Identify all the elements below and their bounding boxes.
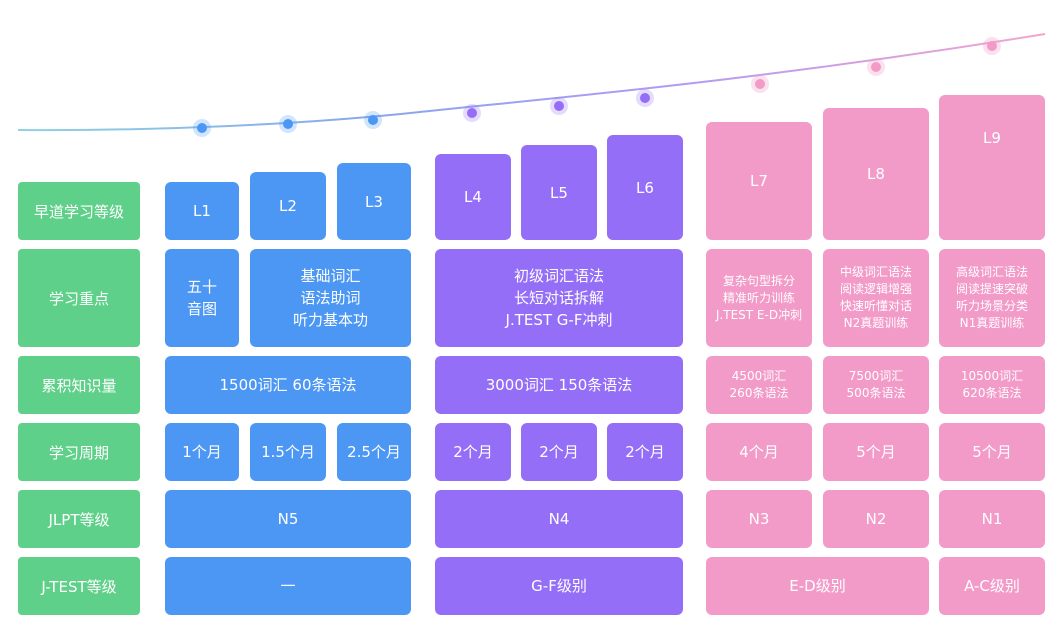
progress-dot-l4-core (467, 108, 477, 118)
progress-dot-l2-core (283, 119, 293, 129)
progress-dot-l6-core (640, 93, 650, 103)
knowledge-l1-l3: 1500词汇 60条语法 (165, 356, 411, 414)
level-l1: L1 (165, 182, 239, 240)
jlpt-l7: N3 (706, 490, 812, 548)
level-l2: L2 (250, 172, 326, 240)
period-l3: 2.5个月 (337, 423, 411, 481)
focus-l1: 五十 音图 (165, 249, 239, 347)
jtest-l9: A-C级别 (939, 557, 1045, 615)
period-l6: 2个月 (607, 423, 683, 481)
jlpt-l9: N1 (939, 490, 1045, 548)
row-label-focus: 学习重点 (18, 249, 140, 347)
row-label-knowledge: 累积知识量 (18, 356, 140, 414)
period-l4: 2个月 (435, 423, 511, 481)
level-l7: L7 (706, 122, 812, 240)
level-l3: L3 (337, 163, 411, 240)
progress-dot-l8-core (871, 62, 881, 72)
jtest-l7-l8: E-D级别 (706, 557, 929, 615)
progress-dot-l1-core (197, 123, 207, 133)
knowledge-l8: 7500词汇 500条语法 (823, 356, 929, 414)
progress-dot-l9-core (987, 41, 997, 51)
row-label-level: 早道学习等级 (18, 182, 140, 240)
jtest-l1-l3: 一 (165, 557, 411, 615)
jlpt-l8: N2 (823, 490, 929, 548)
period-l7: 4个月 (706, 423, 812, 481)
progress-dot-l5-core (554, 101, 564, 111)
period-l2: 1.5个月 (250, 423, 326, 481)
jlpt-l4-l6: N4 (435, 490, 683, 548)
level-l9: L9 (939, 95, 1045, 240)
row-label-jtest: J-TEST等级 (18, 557, 140, 615)
level-l5: L5 (521, 145, 597, 240)
progress-dot-l7-core (755, 79, 765, 89)
period-l8: 5个月 (823, 423, 929, 481)
period-l9: 5个月 (939, 423, 1045, 481)
jlpt-l1-l3: N5 (165, 490, 411, 548)
period-l1: 1个月 (165, 423, 239, 481)
focus-l9: 高级词汇语法 阅读提速突破 听力场景分类 N1真题训练 (939, 249, 1045, 347)
row-label-jlpt: JLPT等级 (18, 490, 140, 548)
level-l4: L4 (435, 154, 511, 240)
period-l5: 2个月 (521, 423, 597, 481)
knowledge-l7: 4500词汇 260条语法 (706, 356, 812, 414)
knowledge-l9: 10500词汇 620条语法 (939, 356, 1045, 414)
focus-l2-l3: 基础词汇 语法助词 听力基本功 (250, 249, 411, 347)
level-l6: L6 (607, 135, 683, 240)
focus-l7: 复杂句型拆分 精准听力训练 J.TEST E-D冲刺 (706, 249, 812, 347)
level-l8: L8 (823, 108, 929, 240)
row-label-period: 学习周期 (18, 423, 140, 481)
knowledge-l4-l6: 3000词汇 150条语法 (435, 356, 683, 414)
progress-dot-l3-core (368, 115, 378, 125)
focus-l4-l6: 初级词汇语法 长短对话拆解 J.TEST G-F冲刺 (435, 249, 683, 347)
jtest-l4-l6: G-F级别 (435, 557, 683, 615)
focus-l8: 中级词汇语法 阅读逻辑增强 快速听懂对话 N2真题训练 (823, 249, 929, 347)
